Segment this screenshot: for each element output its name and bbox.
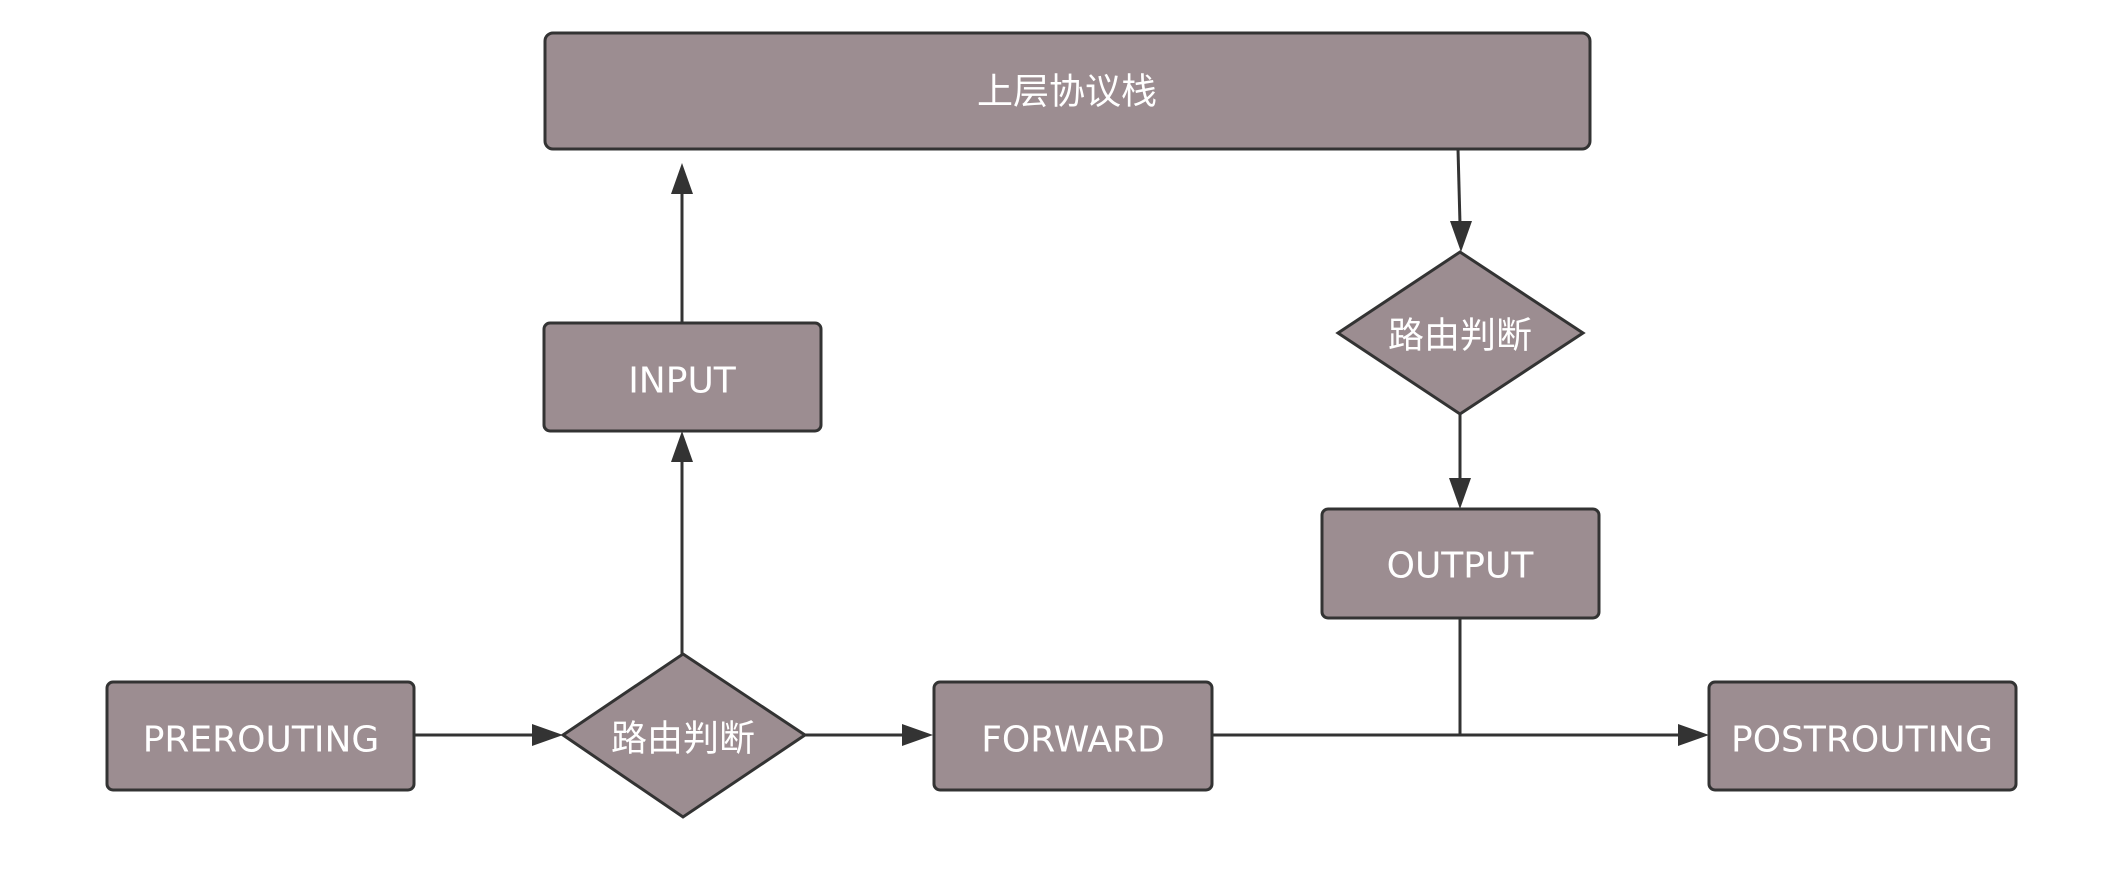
node-prerouting-label: PREROUTING (143, 720, 380, 761)
arrowhead-down (1450, 221, 1472, 252)
node-upper-stack-label: 上层协议栈 (977, 72, 1157, 113)
node-upper-stack: 上层协议栈 (543, 31, 1592, 151)
node-postrouting: POSTROUTING (1707, 680, 2018, 792)
node-output-label: OUTPUT (1387, 546, 1535, 587)
node-input: INPUT (542, 321, 823, 433)
edges (413, 148, 1709, 746)
node-route-decision-in: 路由判断 (560, 652, 808, 819)
arrowhead-right (532, 724, 563, 746)
node-output: OUTPUT (1320, 507, 1601, 620)
arrowhead-up (671, 431, 693, 462)
node-input-label: INPUT (628, 361, 737, 402)
arrowhead-right (902, 724, 933, 746)
arrowhead-right (1678, 724, 1709, 746)
arrowhead-up (671, 163, 693, 194)
edge-route-decision-in-to-forward (803, 724, 933, 746)
node-forward: FORWARD (932, 680, 1214, 792)
node-postrouting-label: POSTROUTING (1731, 720, 1993, 761)
edge-upper-stack-to-route-decision-out (1450, 148, 1472, 252)
arrowhead-down (1449, 478, 1471, 509)
node-route-decision-out-label: 路由判断 (1388, 316, 1532, 357)
edge-forward-to-postrouting (1212, 724, 1709, 746)
node-prerouting: PREROUTING (105, 680, 416, 792)
edge-route-decision-out-to-output (1449, 414, 1471, 509)
edge-route-decision-in-to-input (671, 431, 693, 654)
edge-prerouting-to-route-decision-in (413, 724, 563, 746)
nodes: 上层协议栈 INPUT 路由判断 OUTPUT PREROUTING 路由判断 … (105, 31, 2018, 819)
edge-input-to-upper-stack (671, 163, 693, 323)
node-route-decision-out: 路由判断 (1335, 250, 1586, 416)
node-forward-label: FORWARD (981, 720, 1165, 761)
node-route-decision-in-label: 路由判断 (611, 719, 755, 760)
